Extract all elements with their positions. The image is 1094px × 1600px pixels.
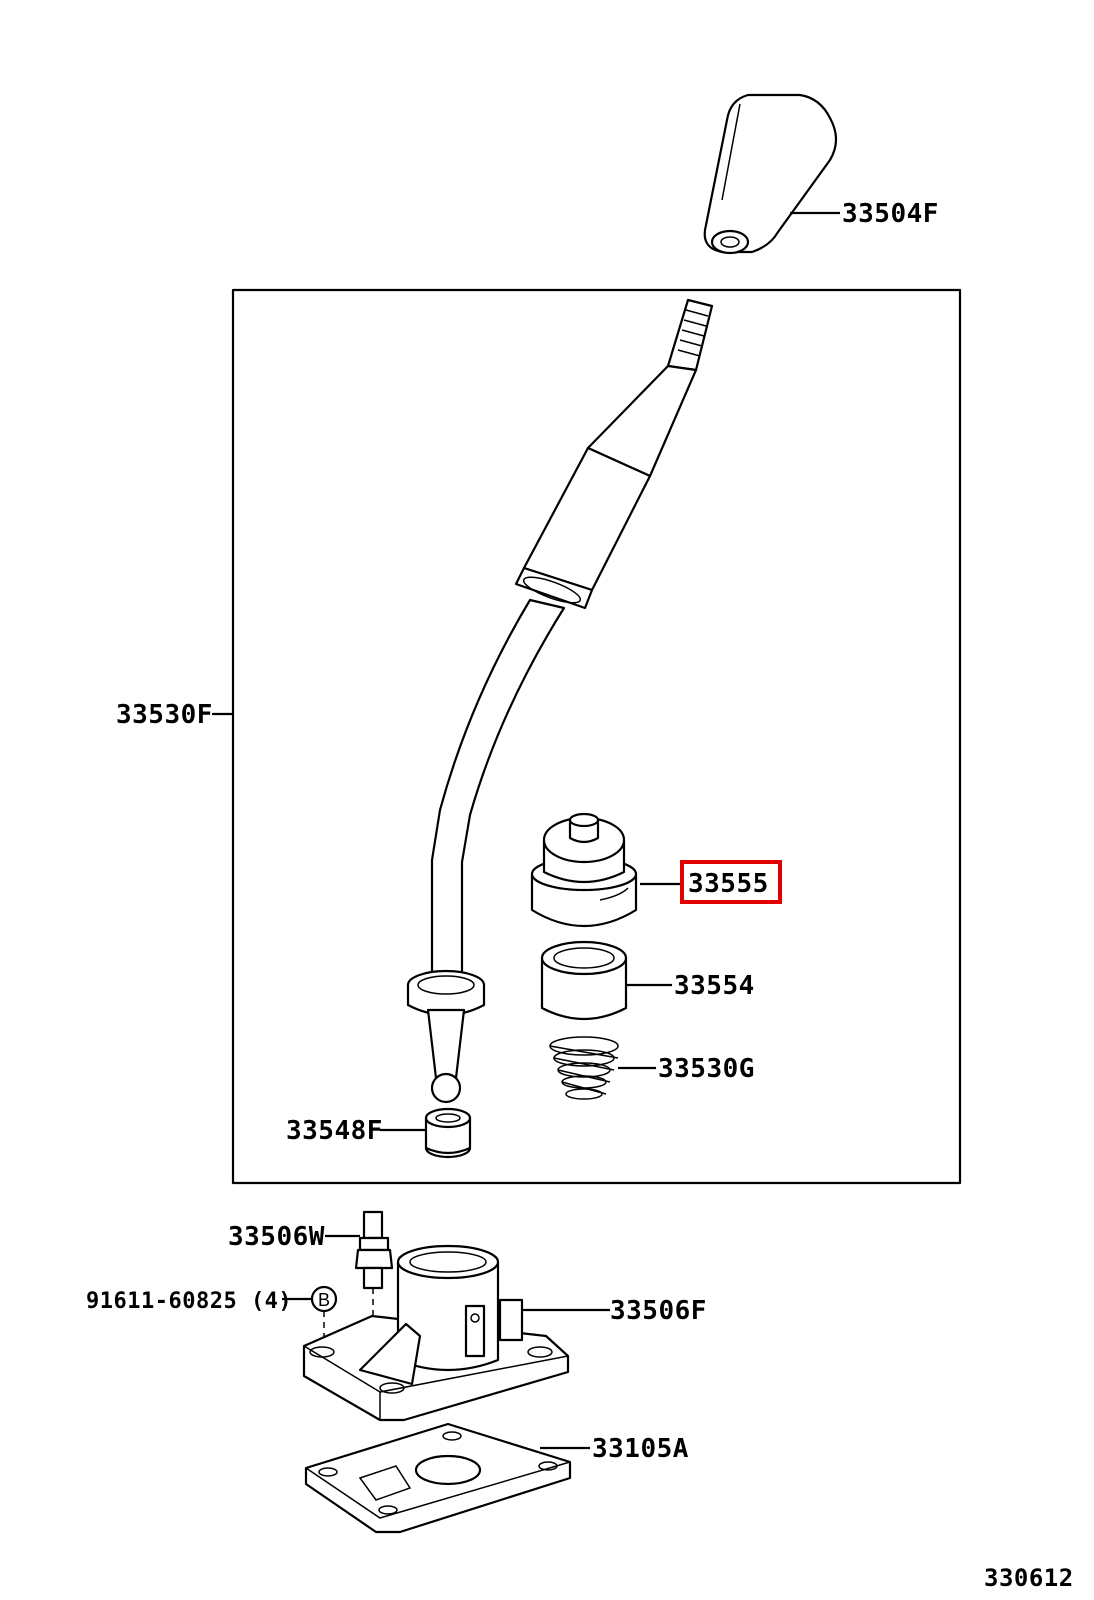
shift-knob[interactable] [703,93,838,255]
label-33504f[interactable]: 33504F [842,199,939,229]
lever-ball-seat[interactable] [424,1107,472,1159]
label-33548f[interactable]: 33548F [286,1116,383,1146]
label-33105a[interactable]: 33105A [592,1434,689,1464]
lever-seat[interactable] [530,812,638,927]
shift-lever[interactable] [406,298,714,1104]
label-33506f[interactable]: 33506F [610,1296,707,1326]
spring[interactable] [549,1036,619,1100]
label-91611[interactable]: 91611-60825 (4) [86,1289,292,1314]
label-33555[interactable]: 33555 [688,869,769,899]
assembly-frame [231,288,962,1185]
label-33554[interactable]: 33554 [674,971,755,1001]
lever-bushing[interactable] [540,940,628,1021]
svg-text:B: B [318,1290,330,1310]
stud-bolt[interactable] [354,1210,394,1380]
label-33530g[interactable]: 33530G [658,1054,755,1084]
highlight-box [680,860,782,904]
lever-retainer[interactable] [302,1244,570,1422]
label-33506w[interactable]: 33506W [228,1222,325,1252]
label-33530f[interactable]: 33530F [116,700,213,730]
bolt-mark-circle: B [310,1285,338,1313]
gasket[interactable] [304,1422,572,1534]
figure-number: 330612 [984,1564,1074,1592]
